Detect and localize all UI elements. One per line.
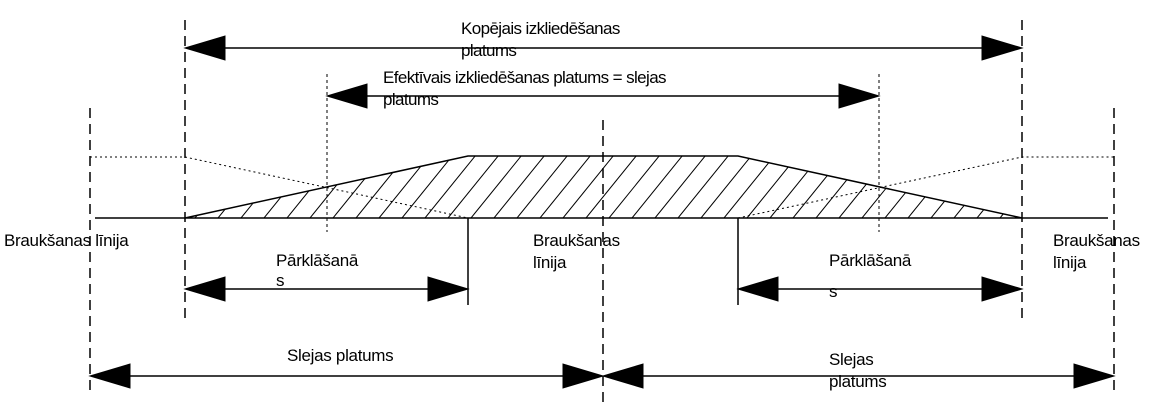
swath-width-left-arrow <box>88 363 605 389</box>
hatch-line <box>654 156 711 218</box>
hatch-line <box>1046 150 1101 218</box>
hatch-line <box>1023 150 1078 218</box>
hatch-line <box>631 156 688 218</box>
hatch-line <box>608 156 665 218</box>
hatch-line <box>585 156 642 218</box>
hatch-line <box>424 156 481 218</box>
total-spread-width-arrow <box>183 35 1024 61</box>
hatch-line <box>769 156 826 218</box>
hatch-line <box>355 156 412 218</box>
hatch-line <box>792 156 849 218</box>
hatch-line <box>516 156 573 218</box>
dimension-arrows <box>88 35 1116 389</box>
effective-width-label-line1: Efektīvais izkliedēšanas platums = sleja… <box>383 68 666 87</box>
total-width-label-line2: platums <box>461 41 516 60</box>
hatch-line <box>723 156 780 218</box>
hatch-line <box>907 156 964 218</box>
hatch-line <box>194 156 251 218</box>
total-spread-pattern <box>184 150 1124 219</box>
overlap-right-label-line2: s <box>829 282 837 301</box>
hatch-line <box>953 156 1010 218</box>
hatch-line <box>286 156 343 218</box>
swath-width-right-label-line1: Slejas <box>829 350 874 369</box>
hatch-line <box>539 156 596 218</box>
hatch-line <box>700 156 757 218</box>
effective-width-arrow <box>325 83 881 109</box>
overlap-right-label-line1: Pārklāšanā <box>829 251 912 270</box>
hatch-line <box>378 156 435 218</box>
hatch-line <box>447 156 504 218</box>
swath-width-right-label-line2: platums <box>829 372 886 391</box>
hatch-line <box>263 156 320 218</box>
drive-line-right-label-line1: Braukšanas <box>1053 231 1140 250</box>
drive-line-center-label-line1: Braukšanas <box>533 231 620 250</box>
hatch-line <box>1069 150 1124 218</box>
hatch-line <box>470 156 527 218</box>
hatch-line <box>884 156 941 218</box>
hatch-line <box>401 156 458 218</box>
effective-width-label-line2: platums <box>383 90 438 109</box>
drive-line-left-label: Braukšanas līnija <box>4 231 129 250</box>
hatch-line <box>976 156 1022 218</box>
overlap-left-arrow <box>183 276 470 302</box>
hatch-line <box>861 156 918 218</box>
overlap-left-label-line1: Pārklāšanā <box>276 251 359 270</box>
hatch-line <box>677 156 734 218</box>
swath-width-right-arrow <box>601 363 1116 389</box>
drive-line-center-label-line2: līnija <box>533 253 567 272</box>
overlap-left-label-line2: s <box>276 271 284 290</box>
hatch-line <box>217 156 274 218</box>
overlap-right-arrow <box>736 276 1024 302</box>
diagram-labels: Kopējais izkliedēšanas platums Efektīvai… <box>4 19 1140 391</box>
reference-lines <box>89 20 1115 405</box>
hatch-line <box>240 156 297 218</box>
overlap-boundaries <box>467 218 739 305</box>
total-width-label-line1: Kopējais izkliedēšanas <box>461 19 620 38</box>
hatch-line <box>493 156 550 218</box>
swath-width-left-label: Slejas platums <box>287 346 393 365</box>
drive-line-right-label-line2: līnija <box>1053 253 1087 272</box>
hatch-line <box>562 156 619 218</box>
